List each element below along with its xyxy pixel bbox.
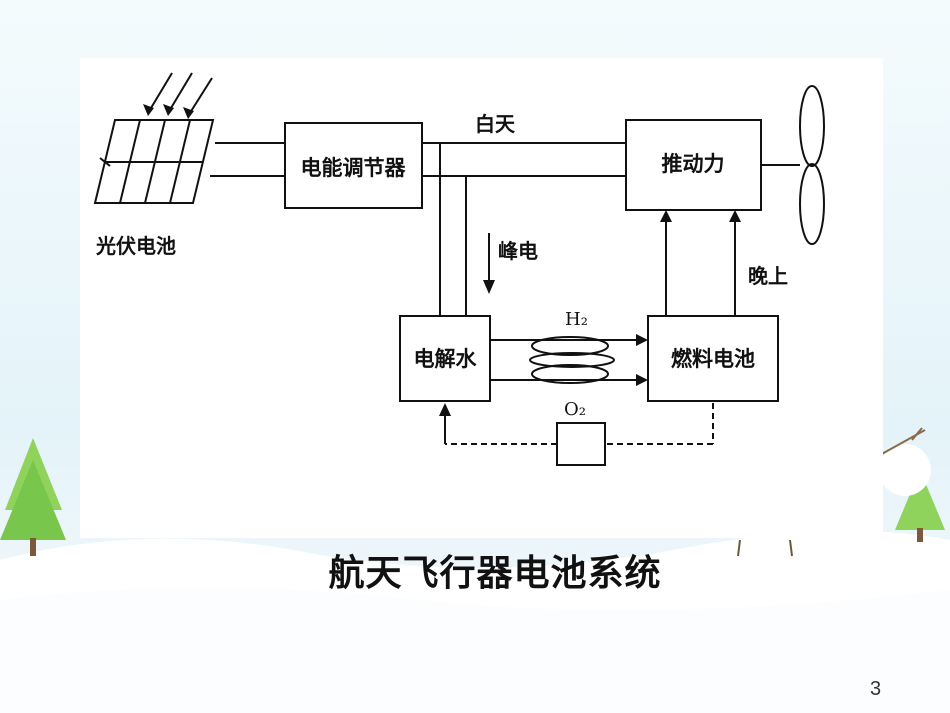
- solar-panel-icon: [93, 72, 215, 204]
- propulsion-box: [625, 119, 762, 211]
- peak-power-label: 峰电: [498, 239, 538, 263]
- o2-label: O₂: [564, 399, 586, 420]
- fuel-cell-label: 燃料电池: [671, 347, 755, 371]
- fuel-cell-box: [647, 315, 779, 402]
- daytime-label: 白天: [475, 112, 516, 136]
- snowman: [879, 427, 931, 496]
- power-regulator-label: 电能调节器: [301, 156, 407, 180]
- battery-system-diagram: 光伏电池 电能调节器 白天 推动力: [93, 72, 825, 466]
- page-number: 3: [870, 678, 882, 700]
- o2-tank-box: [556, 422, 606, 466]
- propulsion-label: 推动力: [662, 152, 725, 176]
- tree-right: [895, 470, 945, 542]
- electrolysis-box: [399, 315, 491, 402]
- slide-caption: 航天飞行器电池系统: [328, 553, 662, 594]
- propeller-icon: [761, 85, 825, 245]
- solar-panel-label: 光伏电池: [95, 234, 176, 258]
- tree-left: [0, 438, 66, 556]
- electrolysis-label: 电解水: [414, 347, 478, 371]
- night-label: 晚上: [748, 264, 788, 288]
- diagram-panel: 光伏电池 电能调节器 白天 推动力: [80, 58, 883, 538]
- power-regulator-box: [284, 122, 423, 209]
- h2-label: H₂: [565, 309, 588, 330]
